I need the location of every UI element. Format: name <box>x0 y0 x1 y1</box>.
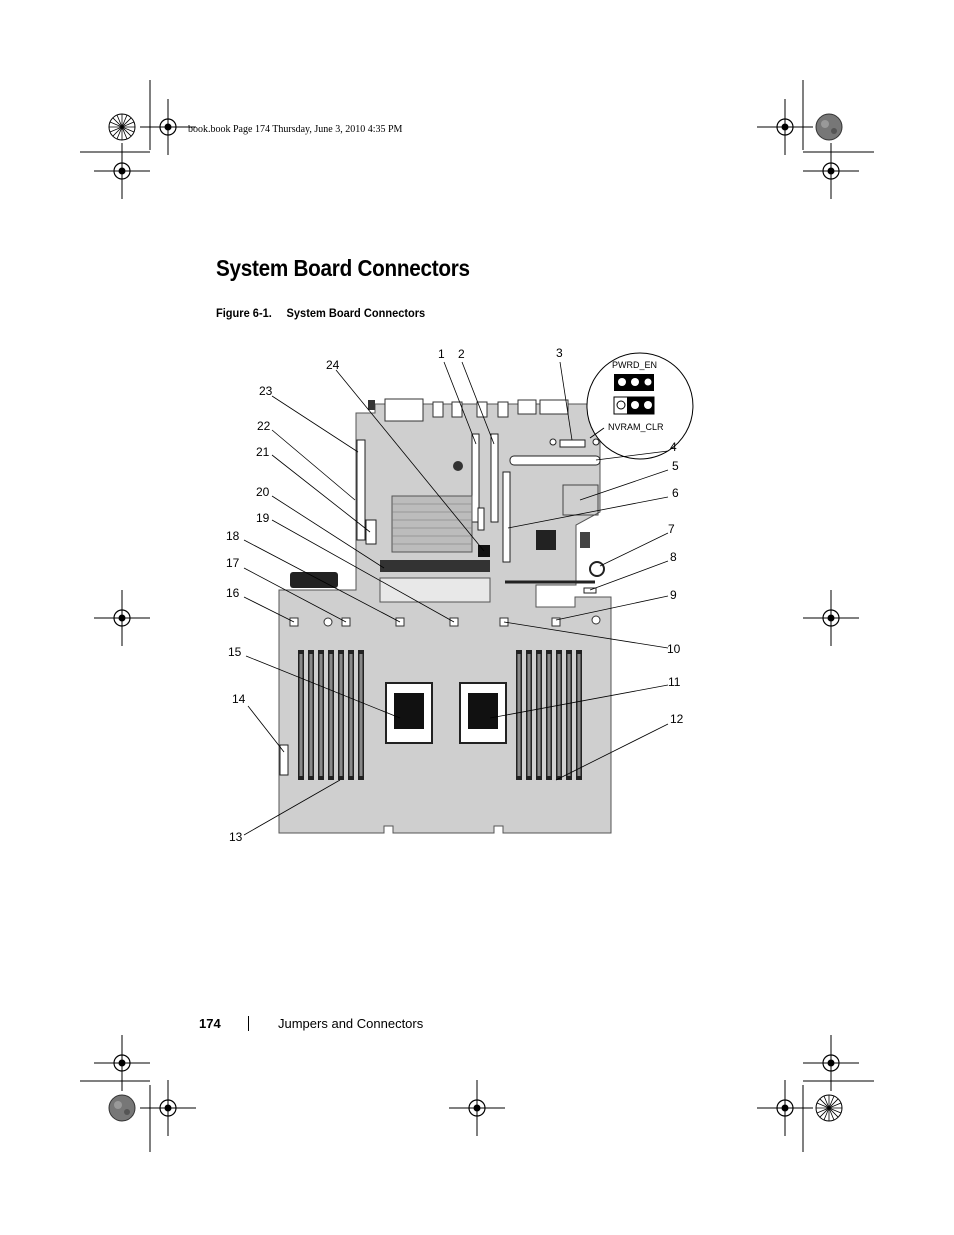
callout-4: 4 <box>670 440 677 454</box>
callout-11: 11 <box>668 675 681 689</box>
callout-6: 6 <box>672 486 679 500</box>
callout-2: 2 <box>458 347 465 361</box>
jumper-label-pwrd-en: PWRD_EN <box>612 360 657 370</box>
callout-12: 12 <box>670 712 684 726</box>
system-board <box>278 398 612 834</box>
callout-13: 13 <box>229 830 243 844</box>
callout-20: 20 <box>256 485 270 499</box>
callout-24: 24 <box>326 358 340 372</box>
page-title: System Board Connectors <box>216 255 470 281</box>
callout-1: 1 <box>438 347 445 361</box>
figure-number: Figure 6-1. <box>216 306 272 320</box>
page-number: 174 <box>199 1016 221 1031</box>
callout-10: 10 <box>667 642 681 656</box>
running-head: book.book Page 174 Thursday, June 3, 201… <box>188 124 403 135</box>
callout-8: 8 <box>670 550 677 564</box>
figure-caption: Figure 6-1. System Board Connectors <box>216 306 425 320</box>
callout-15: 15 <box>228 645 242 659</box>
leader-lines <box>243 361 669 836</box>
callout-5: 5 <box>672 459 679 473</box>
jumper-inset <box>586 352 694 460</box>
footer-divider <box>248 1016 249 1031</box>
callout-7: 7 <box>668 522 675 536</box>
callout-23: 23 <box>259 384 273 398</box>
callout-21: 21 <box>256 445 270 459</box>
callouts: 1 2 3 4 5 6 7 8 9 10 11 12 13 14 15 16 1… <box>226 346 684 844</box>
callout-14: 14 <box>232 692 246 706</box>
callout-9: 9 <box>670 588 677 602</box>
printer-marks <box>80 80 874 1152</box>
callout-17: 17 <box>226 556 240 570</box>
jumper-label-nvram-clr: NVRAM_CLR <box>608 422 664 432</box>
callout-18: 18 <box>226 529 240 543</box>
callout-16: 16 <box>226 586 240 600</box>
callout-3: 3 <box>556 346 563 360</box>
footer-section-title: Jumpers and Connectors <box>278 1016 424 1031</box>
callout-19: 19 <box>256 511 270 525</box>
callout-22: 22 <box>257 419 271 433</box>
figure-title: System Board Connectors <box>286 306 426 320</box>
